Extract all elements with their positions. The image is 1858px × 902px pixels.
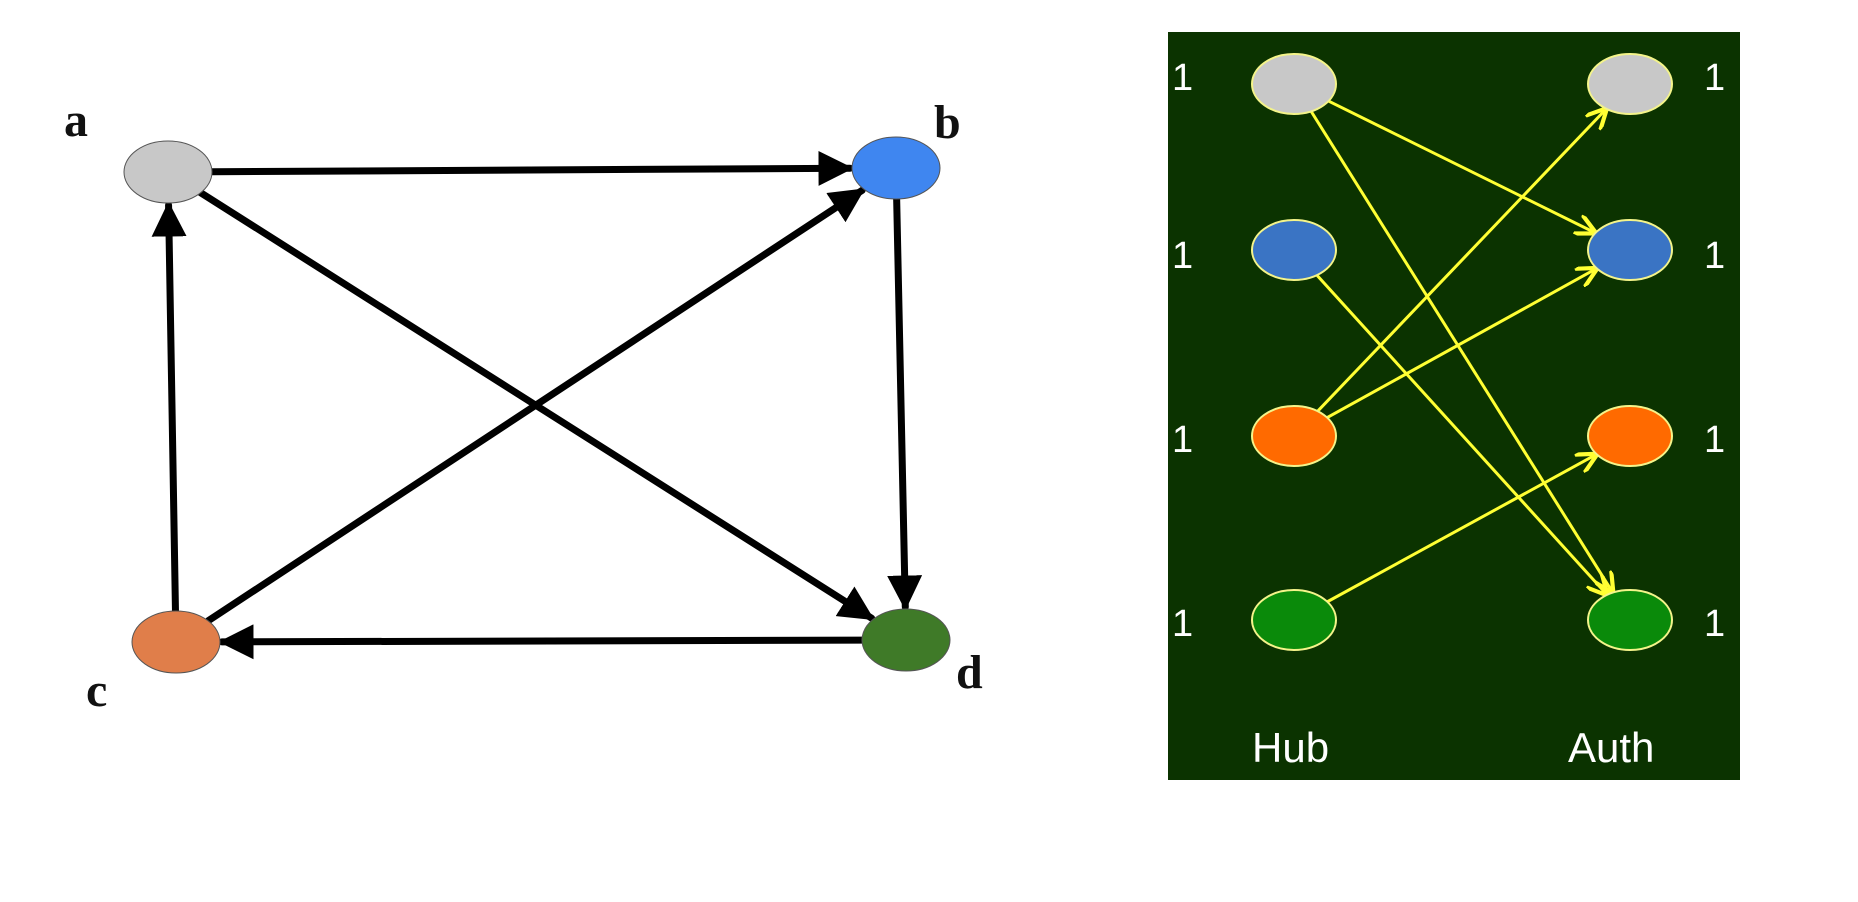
node-label-d: d bbox=[956, 646, 983, 699]
hub-score-a: 1 bbox=[1172, 57, 1193, 99]
auth-score-d: 1 bbox=[1704, 603, 1725, 645]
auth-score-a: 1 bbox=[1704, 57, 1725, 99]
node-label-a: a bbox=[64, 94, 88, 147]
link-hub-a-auth-d bbox=[1309, 110, 1612, 591]
link-hub-d-auth-c bbox=[1326, 455, 1595, 604]
link-hub-a-auth-b bbox=[1327, 99, 1595, 232]
edge-c-b bbox=[204, 186, 866, 625]
auth-node-d bbox=[1587, 589, 1673, 651]
node-label-c: c bbox=[86, 664, 107, 717]
hub-node-d bbox=[1251, 589, 1337, 651]
bipartite-nodes bbox=[1251, 53, 1673, 651]
auth-score-c: 1 bbox=[1704, 419, 1725, 461]
node-b bbox=[851, 136, 941, 200]
graph-nodes bbox=[123, 136, 951, 674]
bipartite-links bbox=[1309, 99, 1612, 604]
node-a bbox=[123, 140, 213, 204]
auth-node-c bbox=[1587, 405, 1673, 467]
hub-score-b: 1 bbox=[1172, 235, 1193, 277]
node-c bbox=[131, 610, 221, 674]
hub-score-d: 1 bbox=[1172, 603, 1193, 645]
directed-graph: a b c d bbox=[64, 94, 983, 717]
edge-a-b bbox=[208, 150, 854, 186]
link-hub-c-auth-a bbox=[1316, 110, 1606, 413]
auth-node-a bbox=[1587, 53, 1673, 115]
edge-b-d bbox=[887, 195, 923, 611]
graph-edges bbox=[151, 150, 923, 660]
link-hub-b-auth-d bbox=[1315, 274, 1607, 594]
auth-score-b: 1 bbox=[1704, 235, 1725, 277]
graph-node-labels: a b c d bbox=[64, 94, 983, 717]
node-d bbox=[861, 608, 951, 672]
auth-column-label: Auth bbox=[1568, 724, 1654, 771]
hub-node-c bbox=[1251, 405, 1337, 467]
hub-column-label: Hub bbox=[1252, 724, 1329, 771]
edge-d-c bbox=[218, 624, 866, 660]
auth-node-b bbox=[1587, 219, 1673, 281]
hub-authority-panel: 1 1 1 1 1 1 1 1 Hub Auth bbox=[1168, 32, 1740, 780]
hub-score-c: 1 bbox=[1172, 419, 1193, 461]
node-label-b: b bbox=[934, 96, 961, 149]
hub-node-a bbox=[1251, 53, 1337, 115]
hub-node-b bbox=[1251, 219, 1337, 281]
link-hub-c-auth-b bbox=[1326, 269, 1596, 419]
edge-c-a bbox=[151, 201, 187, 615]
bipartite-graph: 1 1 1 1 1 1 1 1 Hub Auth bbox=[1172, 53, 1725, 771]
